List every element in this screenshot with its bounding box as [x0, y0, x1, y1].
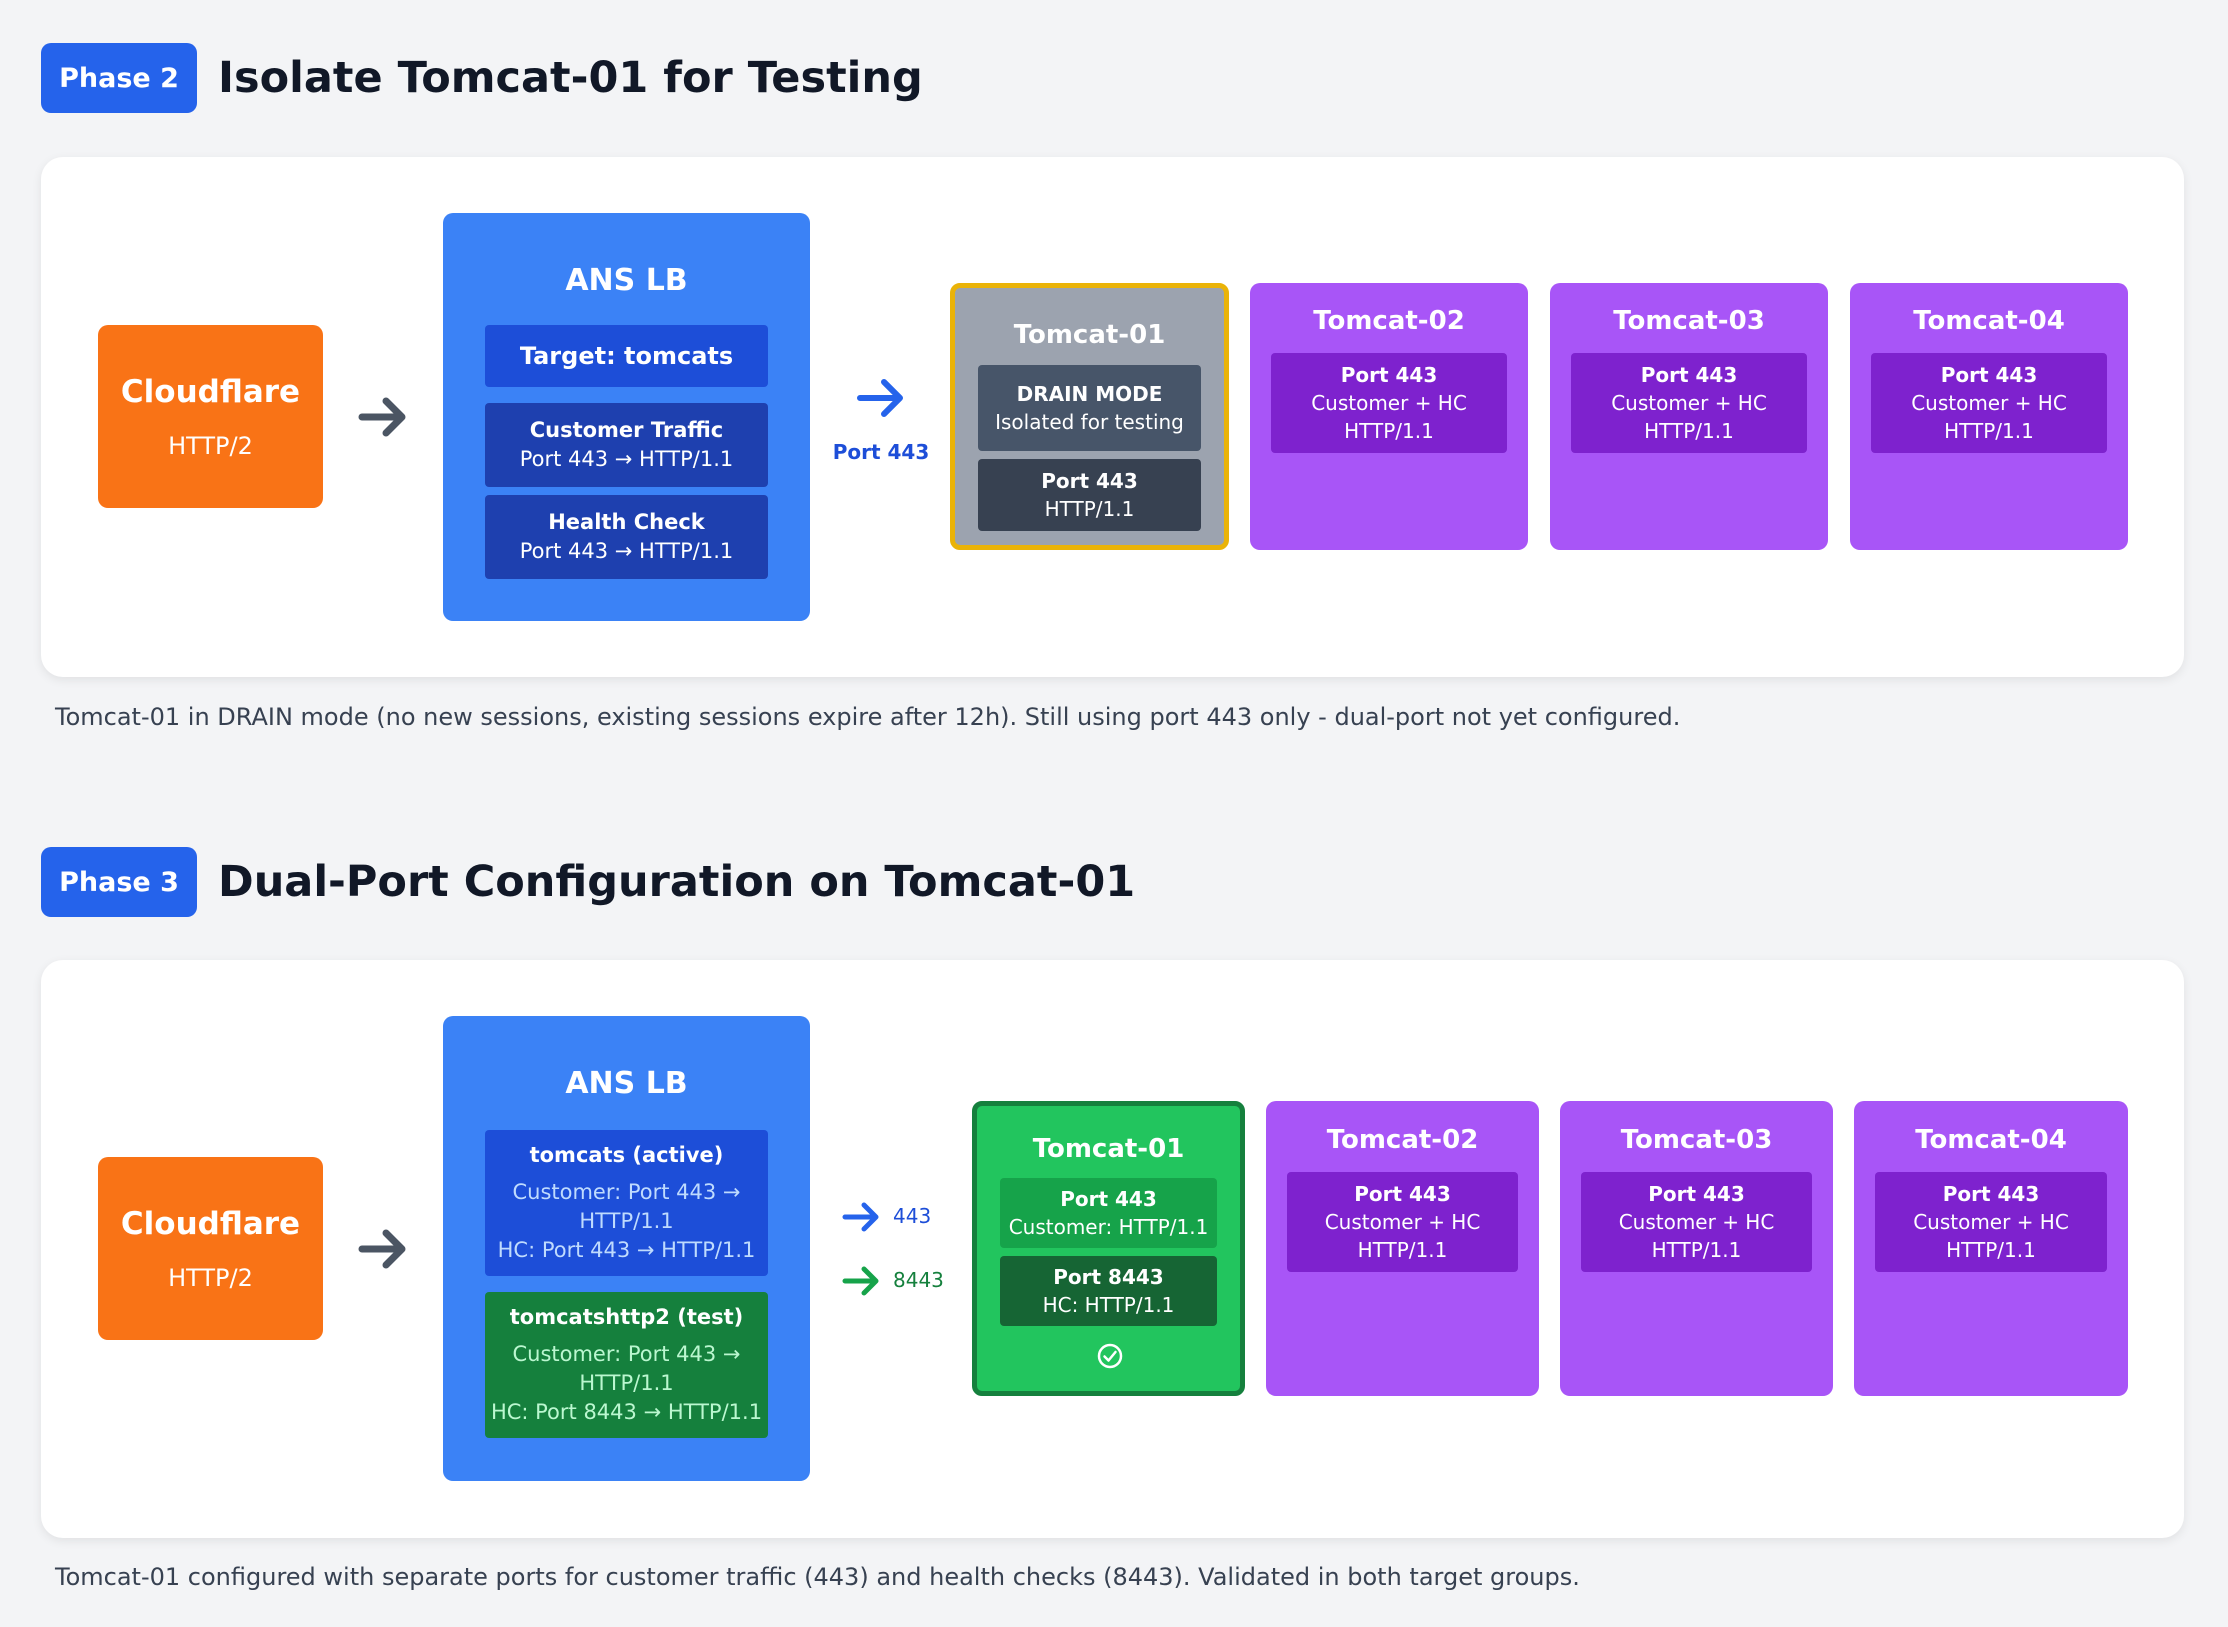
port-8443-label: 8443: [893, 1268, 944, 1292]
active-title: tomcats (active): [529, 1143, 724, 1167]
port-role: Customer + HC: [1311, 391, 1467, 415]
port-protocol: HTTP/1.1: [1651, 1238, 1742, 1262]
port-protocol: HTTP/1.1: [1344, 419, 1434, 443]
cloudflare-label: Cloudflare: [120, 373, 301, 410]
port-label: Port 443: [832, 440, 930, 464]
port-box: Port 443 Customer + HC HTTP/1.1: [1875, 1172, 2107, 1272]
target-group-test: tomcatshttp2 (test) Customer: Port 443 →…: [485, 1292, 768, 1438]
port-8443-box: Port 8443 HC: HTTP/1.1: [1000, 1256, 1217, 1326]
tomcat-name: Tomcat-02: [1313, 306, 1465, 336]
drain-mode-title: DRAIN MODE: [1016, 382, 1163, 406]
phase-2-tomcat-03: Tomcat-03 Port 443 Customer + HC HTTP/1.…: [1550, 283, 1828, 550]
drain-mode-detail: Isolated for testing: [995, 410, 1184, 434]
port-role: Customer + HC: [1618, 1210, 1775, 1234]
port-protocol: HTTP/1.1: [1644, 419, 1734, 443]
port-title: Port 443: [1041, 469, 1138, 493]
phase-2-caption: Tomcat-01 in DRAIN mode (no new sessions…: [55, 703, 1681, 731]
drain-mode-box: DRAIN MODE Isolated for testing: [978, 365, 1201, 451]
target-group-active: tomcats (active) Customer: Port 443 → HT…: [485, 1130, 768, 1276]
test-title: tomcatshttp2 (test): [509, 1305, 744, 1329]
phase-2-lb-node: ANS LB Target: tomcats Customer Traffic …: [443, 213, 810, 621]
port-protocol: HTTP/1.1: [1944, 419, 2034, 443]
cloudflare-protocol: HTTP/2: [168, 431, 253, 460]
lb-target: Target: tomcats: [485, 325, 768, 387]
health-check-detail: Port 443 → HTTP/1.1: [519, 539, 734, 563]
port-title: Port 443: [1940, 363, 2038, 387]
tomcat-name: Tomcat-02: [1326, 1125, 1479, 1155]
lb-customer-traffic: Customer Traffic Port 443 → HTTP/1.1: [485, 403, 768, 487]
active-customer: Customer: Port 443 →: [512, 1180, 741, 1204]
phase-3-tomcat-03: Tomcat-03 Port 443 Customer + HC HTTP/1.…: [1560, 1101, 1833, 1396]
tomcat-name: Tomcat-03: [1613, 306, 1765, 336]
tomcat-name: Tomcat-01: [1032, 1134, 1185, 1164]
phase-2-tomcat-02: Tomcat-02 Port 443 Customer + HC HTTP/1.…: [1250, 283, 1528, 550]
port-role: Customer + HC: [1324, 1210, 1481, 1234]
arrow-right-icon: [842, 1202, 879, 1232]
phase-3-tomcat-01: Tomcat-01 Port 443 Customer: HTTP/1.1 Po…: [972, 1101, 1245, 1396]
port-title: Port 8443: [1053, 1265, 1164, 1289]
tomcat-name: Tomcat-04: [1915, 1125, 2067, 1155]
port-protocol: HTTP/1.1: [1357, 1238, 1448, 1262]
arrow-right-icon: [358, 397, 406, 437]
port-role: Customer + HC: [1911, 391, 2067, 415]
port-box: Port 443 Customer + HC HTTP/1.1: [1271, 353, 1507, 453]
test-customer-protocol: HTTP/1.1: [579, 1371, 674, 1395]
port-protocol: HTTP/1.1: [1946, 1238, 2036, 1262]
phase-3-tomcat-02: Tomcat-02 Port 443 Customer + HC HTTP/1.…: [1266, 1101, 1539, 1396]
lb-title: ANS LB: [565, 1066, 688, 1101]
port-role: Customer + HC: [1611, 391, 1767, 415]
phase-3-tomcat-04: Tomcat-04 Port 443 Customer + HC HTTP/1.…: [1854, 1101, 2128, 1396]
port-detail: HC: HTTP/1.1: [1042, 1293, 1175, 1317]
phase-3-lb-node: ANS LB tomcats (active) Customer: Port 4…: [443, 1016, 810, 1481]
lb-target-label: Target: tomcats: [519, 341, 734, 370]
phase-2-title: Isolate Tomcat-01 for Testing: [218, 53, 923, 103]
tomcat-name: Tomcat-01: [1013, 320, 1166, 350]
arrow-right-icon: [857, 379, 903, 417]
port-box: Port 443 HTTP/1.1: [978, 459, 1201, 531]
cloudflare-label: Cloudflare: [120, 1205, 301, 1242]
lb-health-check: Health Check Port 443 → HTTP/1.1: [485, 495, 768, 579]
port-box: Port 443 Customer + HC HTTP/1.1: [1871, 353, 2107, 453]
port-title: Port 443: [1648, 1182, 1745, 1206]
cloudflare-protocol: HTTP/2: [168, 1263, 253, 1292]
phase-3-caption: Tomcat-01 configured with separate ports…: [55, 1563, 1580, 1591]
port-box: Port 443 Customer + HC HTTP/1.1: [1581, 1172, 1812, 1272]
phase-3-badge: Phase 3: [41, 847, 197, 917]
port-box: Port 443 Customer + HC HTTP/1.1: [1287, 1172, 1518, 1272]
port-443-label: 443: [893, 1204, 932, 1228]
arrow-right-icon: [842, 1266, 879, 1296]
port-title: Port 443: [1942, 1182, 2040, 1206]
port-title: Port 443: [1354, 1182, 1451, 1206]
active-customer-protocol: HTTP/1.1: [579, 1209, 674, 1233]
phase-2-cloudflare-node: Cloudflare HTTP/2: [98, 325, 323, 508]
customer-traffic-title: Customer Traffic: [529, 418, 724, 442]
test-customer: Customer: Port 443 →: [512, 1342, 741, 1366]
port-detail: Customer: HTTP/1.1: [1008, 1215, 1209, 1239]
arrow-right-icon: [358, 1229, 406, 1269]
lb-title: ANS LB: [565, 263, 688, 298]
tomcat-name: Tomcat-04: [1913, 306, 2065, 336]
active-health-check: HC: Port 443 → HTTP/1.1: [497, 1238, 756, 1262]
tomcat-name: Tomcat-03: [1620, 1125, 1773, 1155]
health-check-title: Health Check: [548, 510, 705, 534]
check-circle-icon: [1097, 1343, 1123, 1369]
customer-traffic-detail: Port 443 → HTTP/1.1: [519, 447, 734, 471]
phase-3-title: Dual-Port Configuration on Tomcat-01: [218, 857, 1136, 907]
port-box: Port 443 Customer + HC HTTP/1.1: [1571, 353, 1807, 453]
phase-3-cloudflare-node: Cloudflare HTTP/2: [98, 1157, 323, 1340]
phase-2-tomcat-04: Tomcat-04 Port 443 Customer + HC HTTP/1.…: [1850, 283, 2128, 550]
port-role: Customer + HC: [1913, 1210, 2069, 1234]
port-title: Port 443: [1640, 363, 1738, 387]
phase-2-tomcat-01: Tomcat-01 DRAIN MODE Isolated for testin…: [950, 283, 1229, 550]
port-443-box: Port 443 Customer: HTTP/1.1: [1000, 1178, 1217, 1248]
port-title: Port 443: [1060, 1187, 1157, 1211]
test-health-check: HC: Port 8443 → HTTP/1.1: [490, 1400, 763, 1424]
port-detail: HTTP/1.1: [1044, 497, 1135, 521]
phase-2-badge: Phase 2: [41, 43, 197, 113]
port-title: Port 443: [1340, 363, 1438, 387]
